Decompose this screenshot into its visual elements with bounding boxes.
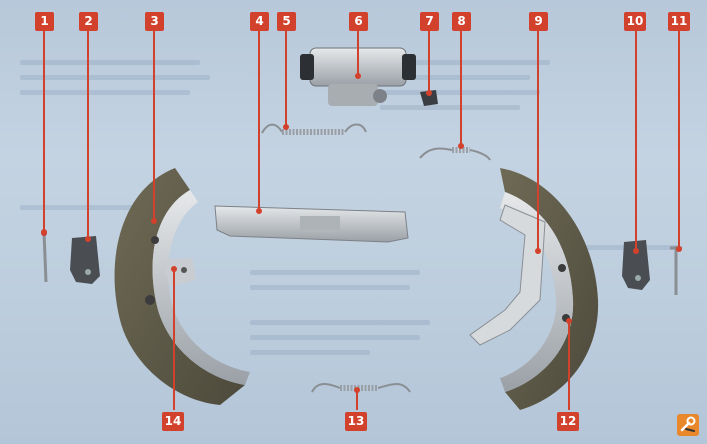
brake-shoe-left <box>114 168 250 405</box>
leader-line-11 <box>678 31 680 249</box>
callout-14: 14 <box>162 412 184 431</box>
background-text-line <box>20 60 200 65</box>
leader-line-14 <box>173 268 175 410</box>
background-text-line <box>250 270 420 275</box>
leader-dot-10 <box>633 248 639 254</box>
callout-6: 6 <box>349 12 368 31</box>
leader-dot-2 <box>85 236 91 242</box>
spring-cup-left <box>70 236 100 284</box>
leader-line-7 <box>428 31 430 93</box>
leader-line-3 <box>153 31 155 221</box>
adjuster-spring <box>419 147 491 161</box>
callout-7: 7 <box>420 12 439 31</box>
leader-dot-8 <box>458 143 464 149</box>
adjuster-strut <box>214 205 409 243</box>
leader-dot-14 <box>171 266 177 272</box>
leader-line-8 <box>460 31 462 146</box>
callout-10: 10 <box>624 12 646 31</box>
background-text-line <box>380 60 550 65</box>
leader-line-5 <box>285 31 287 126</box>
background-text-line <box>380 75 530 80</box>
callout-1: 1 <box>35 12 54 31</box>
callout-11: 11 <box>668 12 690 31</box>
leader-dot-12 <box>566 318 572 324</box>
leader-dot-4 <box>256 208 262 214</box>
leader-dot-7 <box>426 90 432 96</box>
callout-5: 5 <box>277 12 296 31</box>
callout-13: 13 <box>345 412 367 431</box>
callout-3: 3 <box>145 12 164 31</box>
callout-8: 8 <box>452 12 471 31</box>
leader-line-1 <box>43 31 45 231</box>
retaining-pin-right <box>670 246 682 295</box>
leader-dot-13 <box>354 387 360 393</box>
background-text-line <box>250 285 410 290</box>
background-text-line <box>250 335 420 340</box>
background-text-line <box>20 90 190 95</box>
background-text-line <box>20 75 210 80</box>
leader-line-4 <box>258 31 260 211</box>
tools-icon <box>677 414 699 436</box>
upper-return-spring <box>261 123 367 135</box>
leader-dot-11 <box>676 246 682 252</box>
callout-2: 2 <box>79 12 98 31</box>
callout-4: 4 <box>250 12 269 31</box>
background-text-line <box>250 350 370 355</box>
brake-shoe-right <box>469 168 599 410</box>
leader-dot-1 <box>41 229 47 235</box>
leader-dot-5 <box>283 124 289 130</box>
leader-line-12 <box>568 320 570 410</box>
background-text-line <box>250 320 430 325</box>
leader-line-6 <box>357 31 359 76</box>
background-text-line <box>380 105 520 110</box>
leader-line-10 <box>635 31 637 251</box>
leader-line-9 <box>537 31 539 251</box>
leader-line-2 <box>87 31 89 239</box>
leader-dot-9 <box>535 248 541 254</box>
leader-dot-6 <box>355 73 361 79</box>
spring-cup-right <box>622 240 650 290</box>
retaining-pin-left <box>41 230 48 283</box>
background-text-line <box>20 205 140 210</box>
background-text-line <box>560 245 680 250</box>
callout-9: 9 <box>529 12 548 31</box>
callout-12: 12 <box>557 412 579 431</box>
leader-line-13 <box>356 390 358 410</box>
lower-return-spring <box>311 383 411 393</box>
leader-dot-3 <box>151 218 157 224</box>
bleeder-cap <box>420 90 438 106</box>
